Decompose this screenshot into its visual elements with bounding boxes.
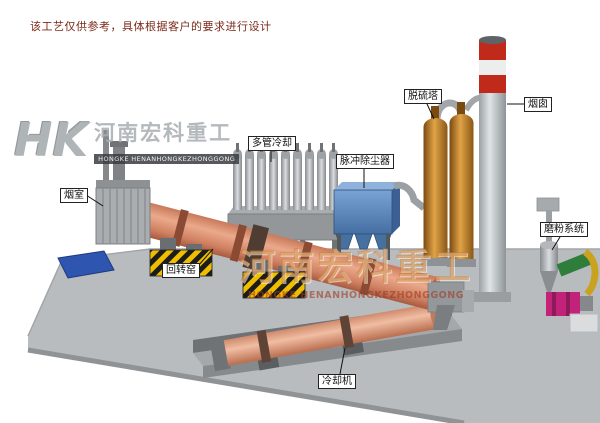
label-smoke-chamber: 烟室 xyxy=(60,188,88,203)
label-desulfurization-tower: 脱硫塔 xyxy=(404,89,442,104)
label-rotary-kiln: 回转窑 xyxy=(162,263,200,278)
blue-foundation-pad xyxy=(57,250,115,279)
label-grinding-system: 磨粉系统 xyxy=(540,222,588,237)
multi-tube-cooler-graphic xyxy=(227,143,346,254)
pulse-dust-collector-graphic xyxy=(333,181,427,260)
label-pulse-dust-collector: 脉冲除尘器 xyxy=(336,154,394,169)
desulfurization-towers-graphic xyxy=(421,94,495,267)
rotary-kiln-graphic xyxy=(121,197,441,311)
label-multi-tube-cooler: 多管冷却 xyxy=(248,136,296,151)
logo-monogram: HK xyxy=(14,113,89,167)
cooling-machine-graphic xyxy=(209,303,440,372)
label-chimney: 烟囱 xyxy=(524,97,552,112)
chimney-graphic xyxy=(474,36,511,302)
company-logo: HK 河南宏科重工 HONGKE HENANHONGKEZHONGGONG xyxy=(14,110,240,170)
grinding-system-graphic xyxy=(536,197,599,333)
logo-subtitle: HONGKE HENANHONGKEZHONGGONG xyxy=(94,154,240,164)
label-cooling-machine: 冷却机 xyxy=(318,374,356,389)
leader-lines xyxy=(85,103,561,375)
logo-company-name: 河南宏科重工 xyxy=(94,121,233,145)
kiln-head-graphic xyxy=(427,281,474,330)
disclaimer-text: 该工艺仅供参考，具体根据客户的要求进行设计 xyxy=(30,20,272,33)
logo-text-block: 河南宏科重工 HONGKE HENANHONGKEZHONGGONG xyxy=(94,120,240,165)
